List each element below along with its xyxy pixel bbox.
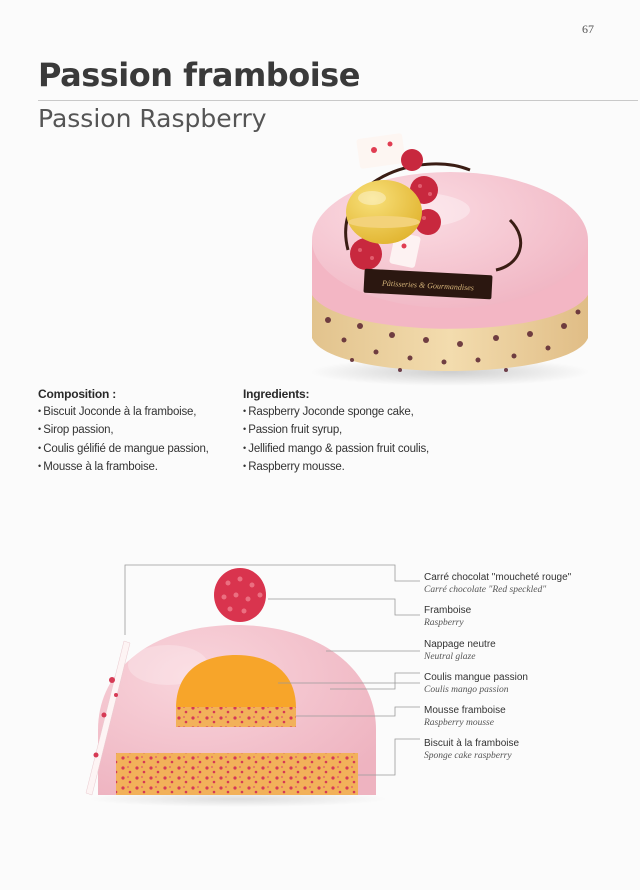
label-raspberry-mousse: Mousse framboise Raspberry mousse <box>424 705 506 728</box>
list-item: Sirop passion, <box>38 421 209 439</box>
list-item: Biscuit Joconde à la framboise, <box>38 403 209 421</box>
page-title: Passion framboise <box>38 56 360 94</box>
chocolate-plaque <box>363 268 493 300</box>
list-item: Passion fruit syrup, <box>243 421 429 439</box>
list-item: Mousse à la framboise. <box>38 458 209 476</box>
raspberries <box>350 149 441 270</box>
list-item: Raspberry Joconde sponge cake, <box>243 403 429 421</box>
title-divider <box>38 100 638 101</box>
label-mango-coulis: Coulis mangue passion Coulis mango passi… <box>424 672 528 695</box>
white-chocolate-square <box>356 133 406 169</box>
label-sponge-cake: Biscuit à la framboise Sponge cake raspb… <box>424 738 520 761</box>
label-raspberry: Framboise Raspberry <box>424 605 472 628</box>
page-subtitle: Passion Raspberry <box>38 104 267 133</box>
ingredients-list: Raspberry Joconde sponge cake, Passion f… <box>243 403 429 476</box>
ingredients-heading: Ingredients: <box>243 387 310 401</box>
composition-list: Biscuit Joconde à la framboise, Sirop pa… <box>38 403 209 476</box>
macaron <box>346 180 422 244</box>
list-item: Jellified mango & passion fruit coulis, <box>243 440 429 458</box>
composition-section: Composition : Biscuit Joconde à la framb… <box>38 386 209 476</box>
label-chocolate-square: Carré chocolat "moucheté rouge" Carré ch… <box>424 572 572 595</box>
cross-section-illustration <box>85 564 420 807</box>
mango-coulis <box>176 655 296 708</box>
chocolate-arc <box>344 162 471 251</box>
cross-section-diagram: Carré chocolat "moucheté rouge" Carré ch… <box>78 555 640 815</box>
page-number: 67 <box>582 22 594 36</box>
sponge-insert <box>176 707 296 727</box>
label-neutral-glaze: Nappage neutre Neutral glaze <box>424 639 496 662</box>
list-item: Raspberry mousse. <box>243 458 429 476</box>
ingredients-section: Ingredients: Raspberry Joconde sponge ca… <box>243 386 429 476</box>
cake-photo: Pâtisseries & Gourmandises <box>310 133 590 386</box>
list-item: Coulis gélifié de mangue passion, <box>38 440 209 458</box>
leader-lines <box>124 564 420 776</box>
composition-heading: Composition : <box>38 387 117 401</box>
sponge-base <box>116 753 358 795</box>
